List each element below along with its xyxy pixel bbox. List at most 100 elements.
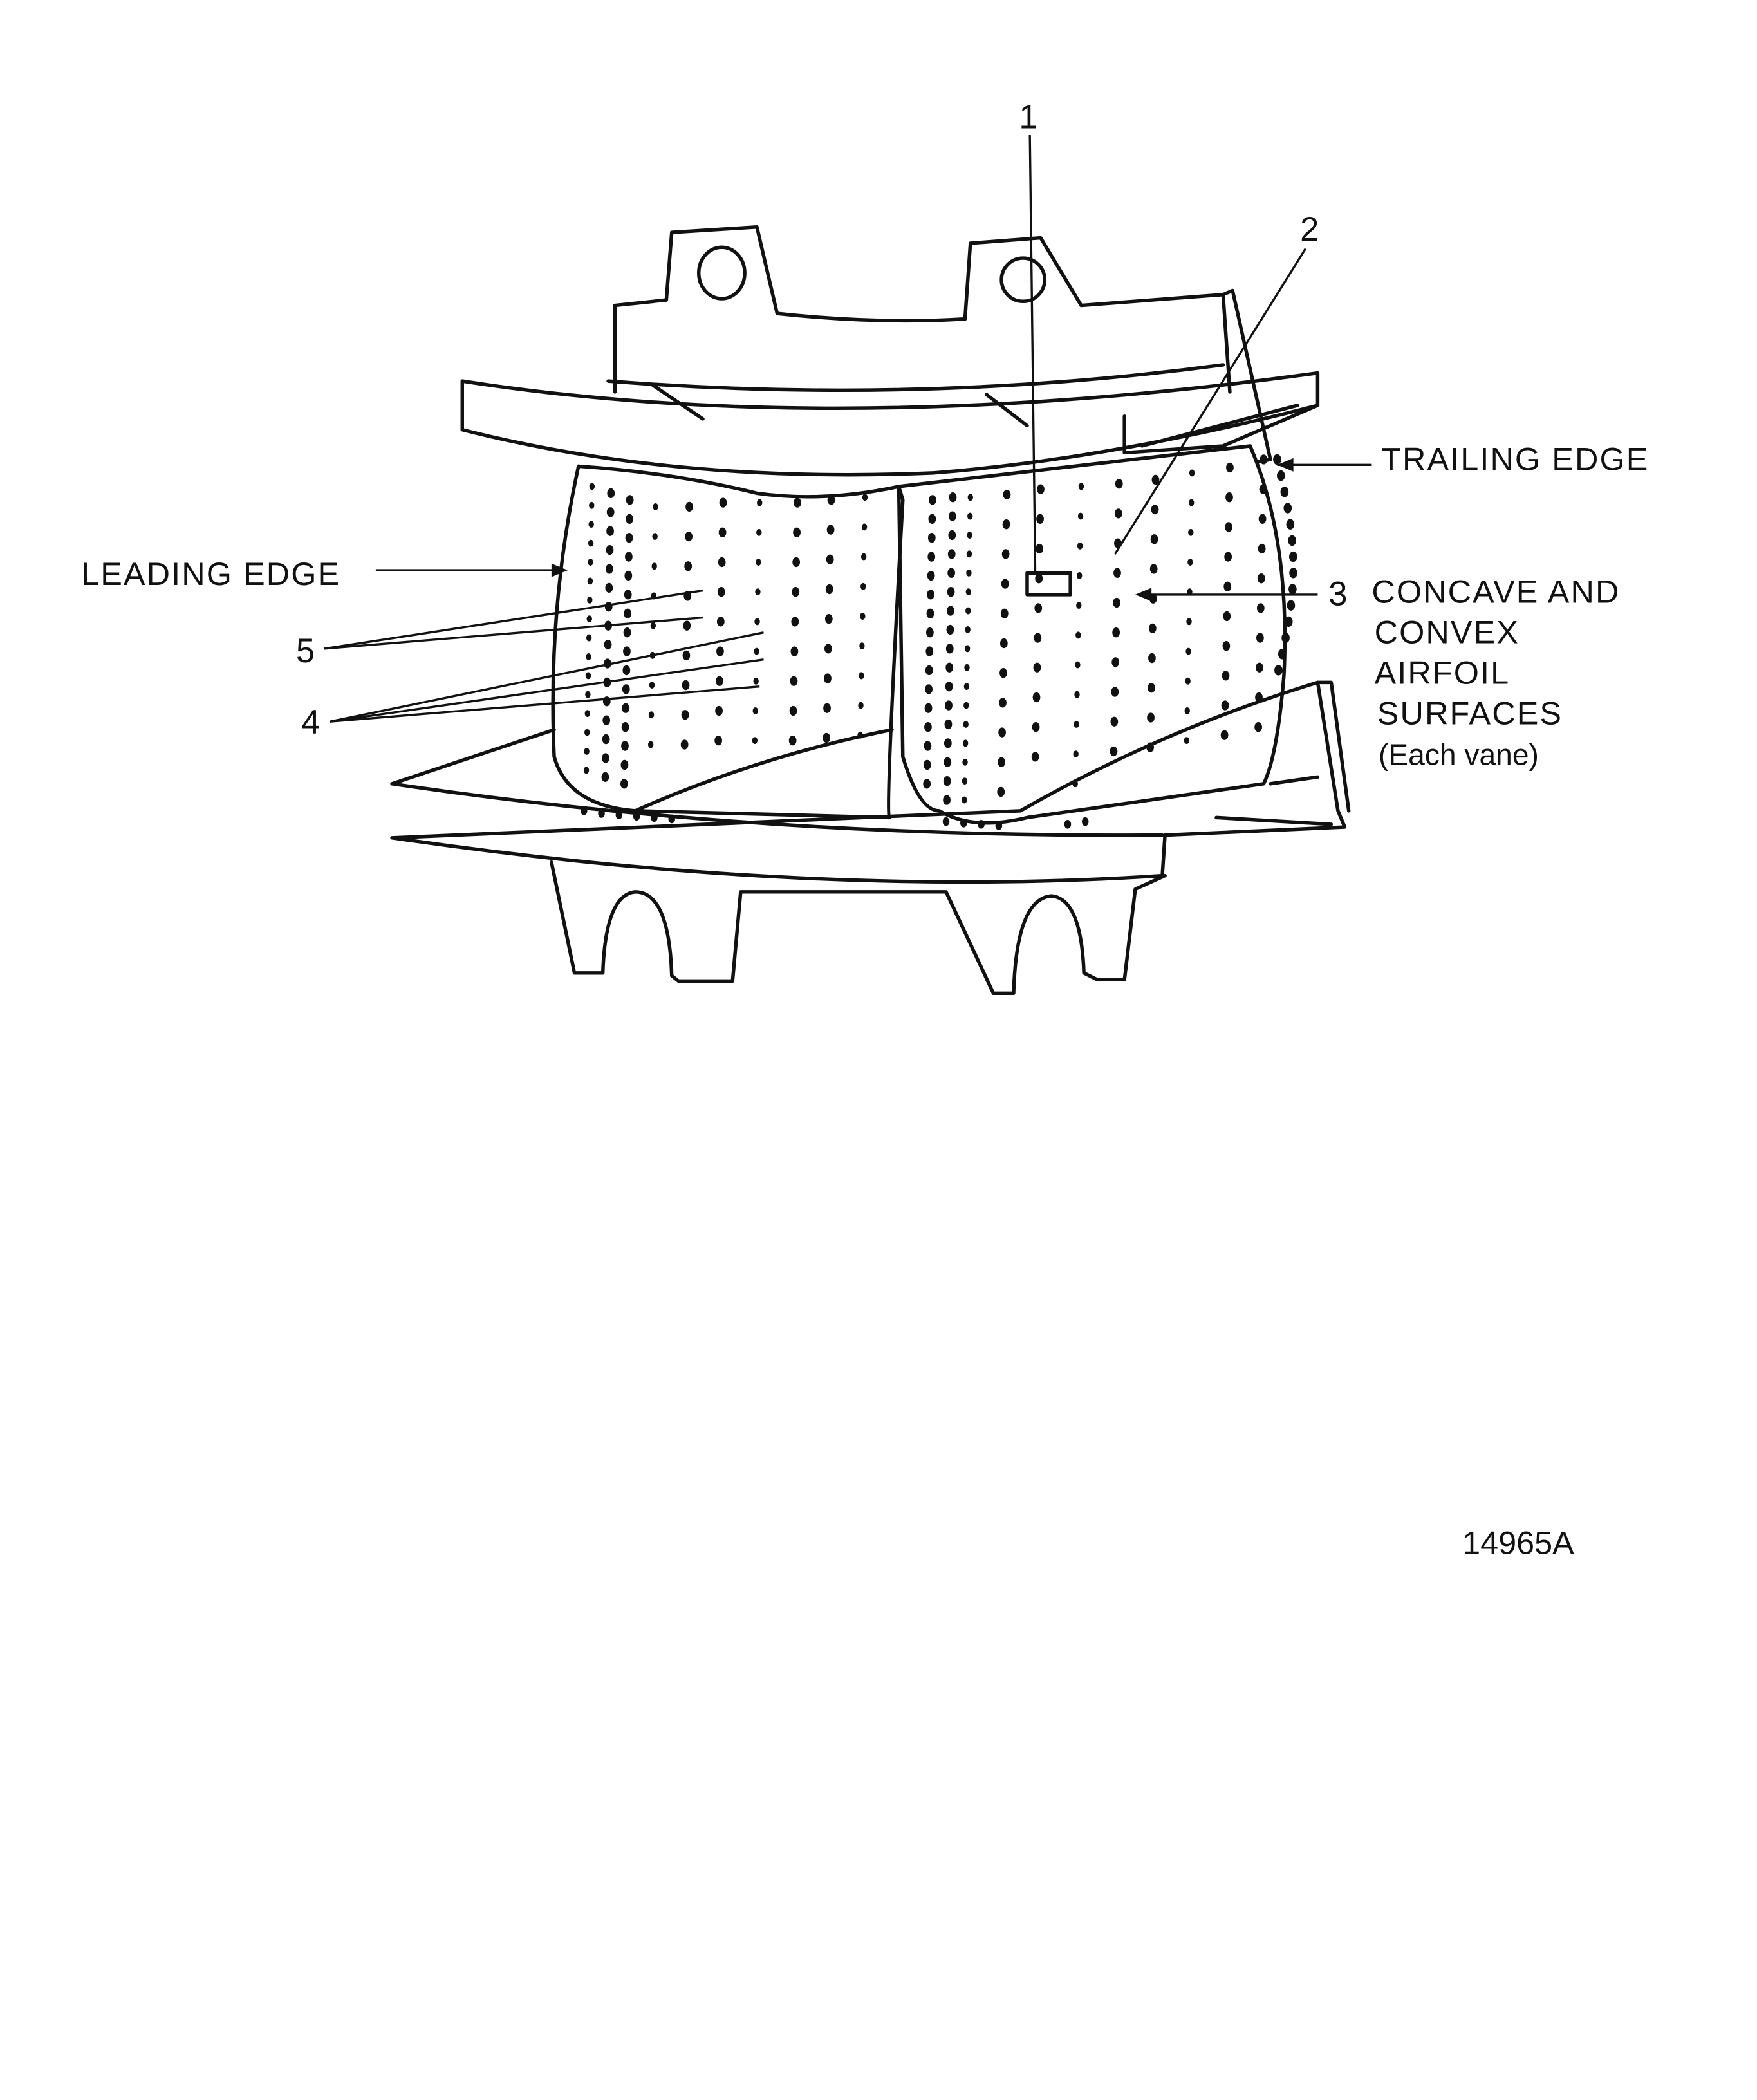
cooling-hole — [1072, 780, 1078, 788]
cooling-hole — [585, 672, 591, 680]
cooling-hole — [923, 759, 931, 770]
cooling-hole — [1274, 665, 1283, 676]
cooling-hole — [998, 727, 1006, 738]
cooling-hole — [623, 627, 631, 638]
cooling-hole — [1033, 662, 1041, 673]
cooling-hole — [942, 817, 950, 826]
surfaces-label-3: AIRFOIL — [1375, 654, 1511, 691]
cooling-hole — [963, 721, 969, 728]
cooling-hole — [998, 757, 1006, 767]
cooling-hole — [927, 570, 935, 581]
cooling-hole — [949, 492, 957, 503]
cooling-hole — [862, 494, 868, 501]
lower-mounting-feet — [550, 860, 1167, 996]
cooling-hole — [602, 734, 610, 745]
cooling-hole — [823, 732, 830, 743]
cooling-hole — [946, 624, 954, 635]
cooling-hole — [625, 552, 633, 562]
cooling-hole — [962, 796, 967, 804]
cooling-hole — [789, 705, 797, 716]
cooling-hole — [715, 705, 723, 716]
cooling-hole — [588, 559, 593, 566]
cooling-hole — [1074, 691, 1080, 698]
cooling-hole — [1075, 631, 1081, 639]
cooling-hole — [1286, 519, 1295, 530]
cooling-hole — [716, 617, 725, 627]
cooling-hole — [586, 634, 592, 642]
cooling-hole — [682, 650, 691, 661]
cooling-hole — [680, 739, 689, 750]
cooling-hole — [1222, 671, 1230, 681]
surfaces-label-1: CONCAVE AND — [1371, 573, 1620, 609]
cooling-hole — [716, 676, 723, 686]
cooling-hole — [962, 739, 969, 747]
cooling-hole — [1036, 514, 1044, 524]
callout-1: 1 — [1019, 98, 1037, 136]
cooling-hole — [1186, 618, 1192, 626]
cooling-hole — [1077, 512, 1084, 520]
cooling-hole — [966, 550, 972, 558]
cooling-hole — [1188, 528, 1194, 536]
cooling-hole — [1113, 597, 1120, 608]
cooling-hole — [755, 588, 761, 596]
cooling-hole — [925, 665, 933, 676]
cooling-hole — [607, 488, 615, 499]
cooling-hole — [927, 533, 936, 543]
cooling-hole — [967, 494, 973, 501]
cooling-hole — [589, 501, 595, 509]
outer-shroud — [460, 288, 1320, 477]
cooling-hole — [1074, 721, 1079, 728]
cooling-hole — [1280, 487, 1289, 497]
cooling-hole — [858, 702, 864, 709]
cooling-hole — [1189, 469, 1195, 477]
cooling-hole — [1148, 623, 1157, 634]
cooling-hole — [1076, 602, 1082, 609]
cooling-hole — [860, 553, 867, 561]
cooling-hole — [621, 722, 629, 732]
cooling-hole — [790, 676, 798, 686]
cooling-hole — [623, 646, 631, 656]
cooling-hole — [927, 590, 934, 600]
cooling-hole — [860, 613, 866, 620]
cooling-hole — [756, 528, 762, 536]
cooling-hole — [924, 741, 932, 751]
cooling-hole — [1151, 504, 1159, 515]
cooling-hole — [606, 526, 614, 536]
cooling-hole — [754, 647, 759, 655]
cooling-hole — [633, 812, 640, 821]
cooling-hole — [945, 644, 954, 654]
cooling-hole — [1003, 489, 1011, 500]
cooling-hole — [626, 495, 634, 505]
callout-1-target — [1025, 571, 1072, 597]
cooling-hole — [859, 642, 865, 650]
cooling-hole — [714, 736, 723, 746]
cooling-hole — [967, 532, 972, 539]
cooling-hole — [1037, 484, 1045, 494]
cooling-hole — [947, 568, 956, 578]
cooling-hole — [1147, 712, 1155, 723]
cooling-hole — [622, 703, 630, 713]
cooling-hole — [685, 501, 693, 512]
cooling-hole — [1111, 657, 1120, 667]
cooling-hole — [1284, 616, 1293, 627]
cooling-hole — [1034, 603, 1043, 613]
cooling-hole — [1035, 573, 1043, 584]
cooling-hole — [1185, 647, 1191, 655]
cooling-hole — [927, 552, 936, 562]
cooling-hole — [945, 682, 953, 692]
cooling-hole — [945, 662, 954, 673]
cooling-hole — [622, 665, 631, 676]
cooling-hole — [1034, 633, 1042, 643]
surfaces-label-5: (Each vane) — [1379, 738, 1539, 771]
cooling-hole — [999, 698, 1007, 708]
cooling-hole — [1031, 752, 1039, 762]
left-vane — [551, 464, 905, 820]
cooling-hole — [624, 608, 631, 618]
cooling-hole — [682, 680, 690, 691]
cooling-hole — [1220, 730, 1229, 740]
cooling-hole — [684, 561, 693, 571]
cooling-hole — [1221, 700, 1229, 711]
cooling-hole — [598, 809, 605, 818]
cooling-hole — [1082, 817, 1089, 826]
inner-platform — [390, 680, 1351, 884]
